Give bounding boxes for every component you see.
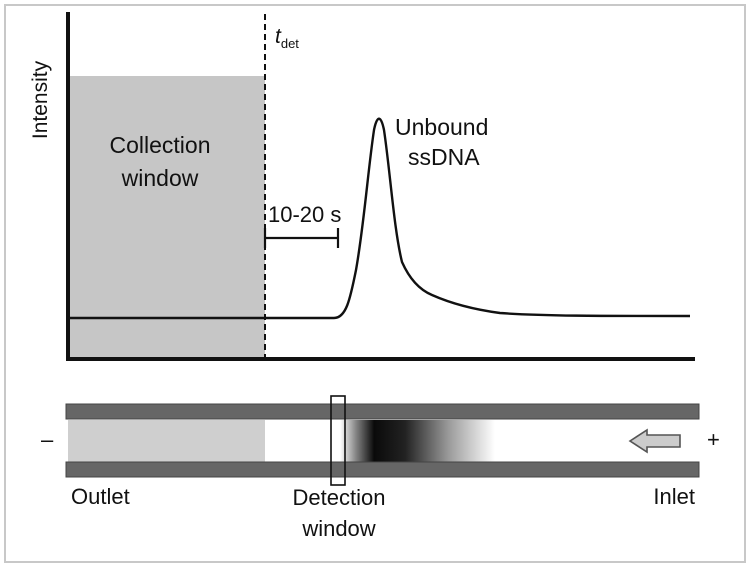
y-axis-label: Intensity (29, 60, 52, 139)
collection-window-label-line1: Collection (110, 132, 211, 158)
collection-window-region (68, 76, 265, 359)
t-det-symbol: t (275, 25, 282, 48)
ssdna-band (340, 420, 495, 462)
flow-arrow-icon (628, 428, 681, 454)
collection-window-label-line2: window (121, 165, 199, 191)
interval-label: 10-20 s (268, 202, 341, 227)
peak-label-line1: Unbound (395, 114, 488, 140)
signal-trace (68, 117, 691, 320)
outlet-label: Outlet (71, 484, 130, 509)
minus-sign: – (41, 427, 54, 452)
inlet-label: Inlet (653, 484, 695, 509)
outlet-collected-zone (68, 420, 265, 462)
detection-window-marker (330, 395, 346, 486)
detection-window-label-line2: window (301, 516, 375, 541)
peak-label-line2: ssDNA (408, 144, 480, 170)
plus-sign: + (707, 427, 720, 452)
capillary-top-wall (65, 403, 700, 420)
t-det-label: tdet (275, 25, 299, 51)
detection-window-label-line1: Detection (293, 485, 386, 510)
t-det-subscript: det (281, 36, 299, 51)
capillary-bottom-wall (65, 461, 700, 478)
